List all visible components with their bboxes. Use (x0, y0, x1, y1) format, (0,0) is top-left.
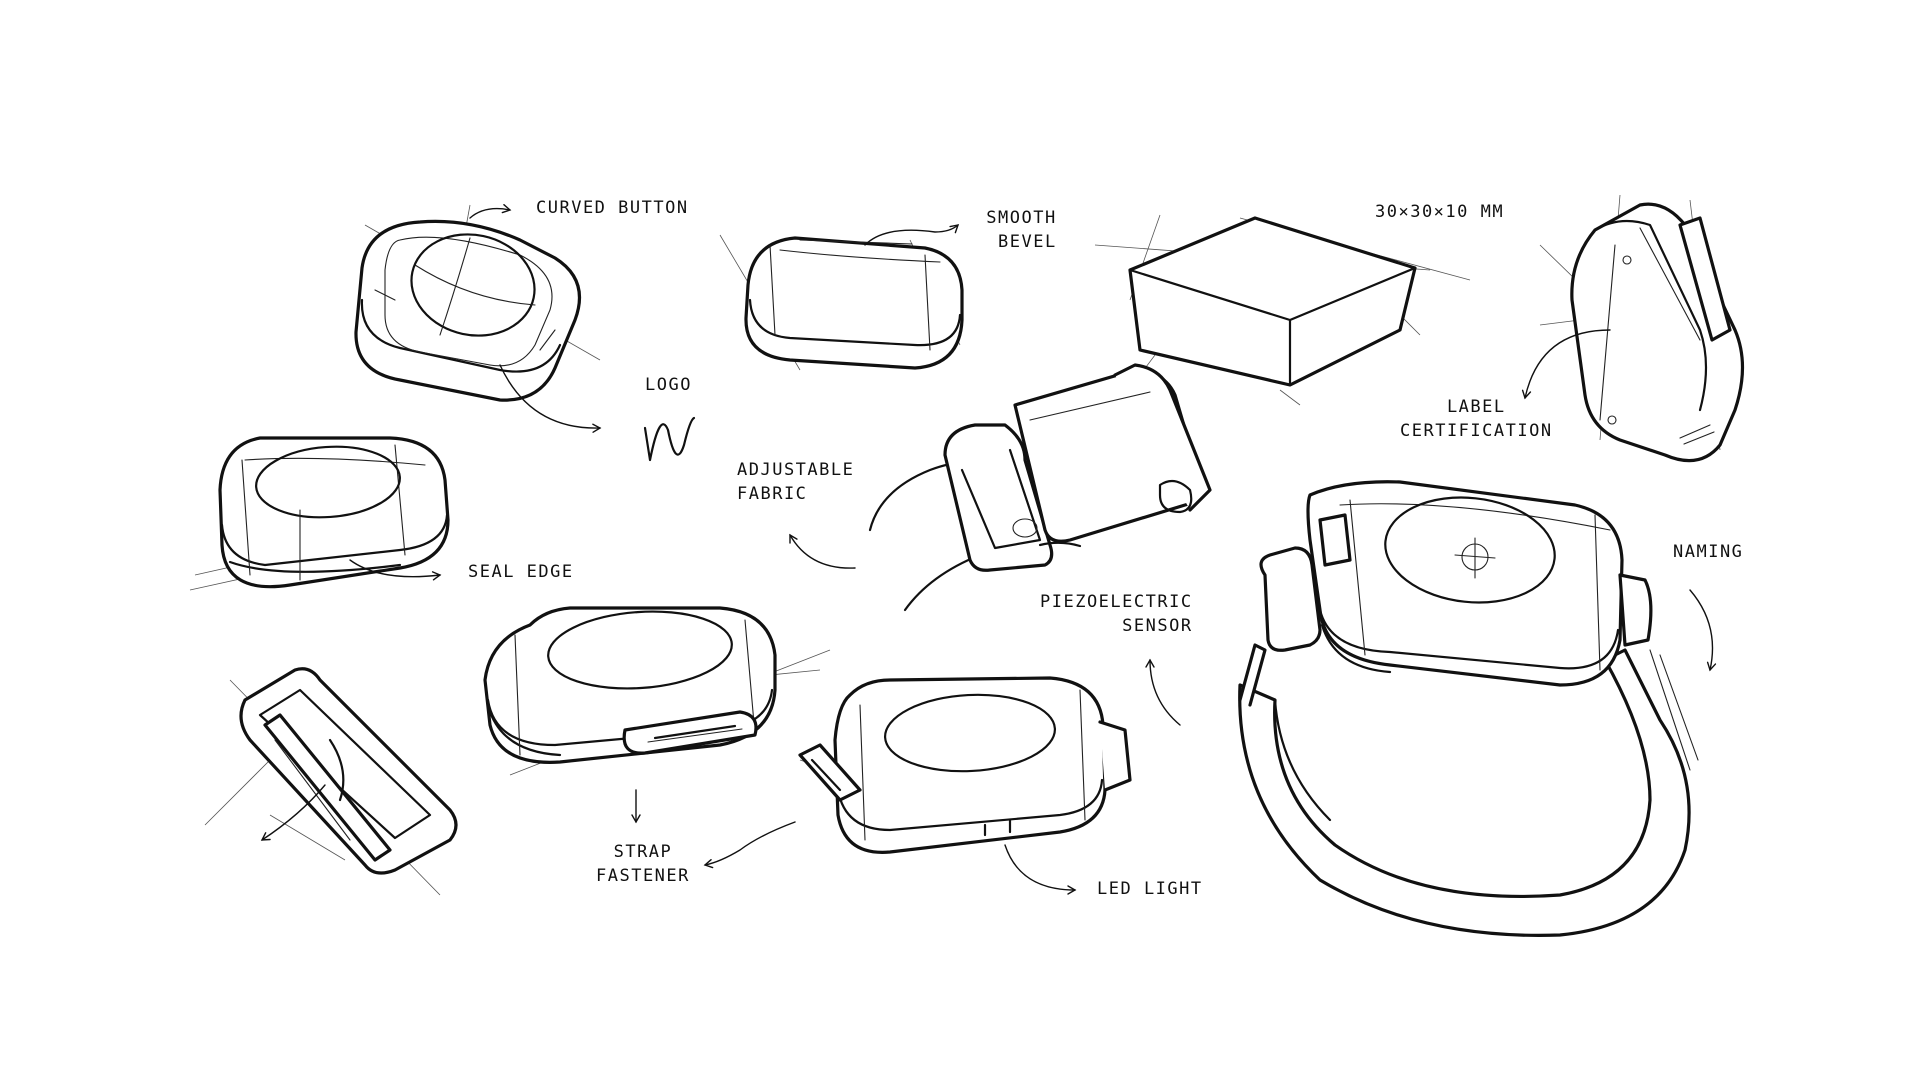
logo-squiggle-icon (643, 416, 696, 462)
label-logo: LOGO (645, 375, 692, 395)
watch-on-band-sketch (1238, 480, 1699, 937)
label-piezoelectric-sensor: PIEZOELECTRIC SENSOR (1040, 590, 1193, 638)
annotation-arrows (260, 204, 1717, 895)
label-bevel: BEVEL (998, 232, 1057, 252)
label-smooth-bevel: SMOOTH BEVEL (970, 206, 1057, 254)
label-adjustable: ADJUSTABLE (737, 460, 855, 480)
arrow-piezoelectric-sensor (1145, 658, 1181, 726)
label-strap-fastener: STRAP FASTENER (596, 840, 690, 888)
label-dimensions: 30×30×10 MM (1375, 202, 1505, 222)
device-sketch-led-light (798, 676, 1132, 854)
arrow-button-to-logo (499, 364, 602, 433)
label-led-light: LED LIGHT (1097, 879, 1203, 899)
arrow-to-strap-fastener (703, 821, 796, 869)
label-fastener: FASTENER (596, 866, 690, 886)
arrow-seal-edge (349, 559, 442, 581)
device-sketch-smooth-bevel (719, 234, 964, 371)
label-certification: CERTIFICATION (1400, 421, 1553, 441)
arrow-naming (1689, 589, 1717, 672)
arrow-curved-button (469, 204, 512, 219)
device-sketch-curved-button (354, 204, 601, 402)
device-sketch-strap-fastener (483, 606, 831, 776)
label-naming: NAMING (1673, 542, 1744, 562)
arrow-label-certification (1521, 329, 1611, 400)
label-smooth: SMOOTH (986, 208, 1057, 228)
label-fabric: FABRIC (737, 484, 808, 504)
device-sketch-seal-edge (189, 436, 450, 591)
arrow-smooth-bevel (864, 224, 960, 246)
label-seal-edge: SEAL EDGE (468, 562, 574, 582)
strap-fastener-clip-sketch (204, 667, 458, 896)
strap-hand-sketch (868, 363, 1212, 612)
label-piezoelectric: PIEZOELECTRIC (1040, 592, 1193, 612)
device-sketch-side-profile (1539, 194, 1745, 463)
box-wireframe (1094, 214, 1471, 406)
label-curved-button: CURVED BUTTON (536, 198, 689, 218)
arrow-adjustable-fabric (789, 533, 856, 569)
label-strap: STRAP (613, 842, 673, 862)
arrow-led-light (1004, 844, 1077, 895)
arrow-clip (260, 784, 326, 841)
label-label: LABEL (1446, 397, 1506, 417)
label-sensor: SENSOR (1122, 616, 1193, 636)
label-label-certification: LABEL CERTIFICATION (1400, 395, 1553, 443)
label-adjustable-fabric: ADJUSTABLE FABRIC (737, 458, 854, 506)
